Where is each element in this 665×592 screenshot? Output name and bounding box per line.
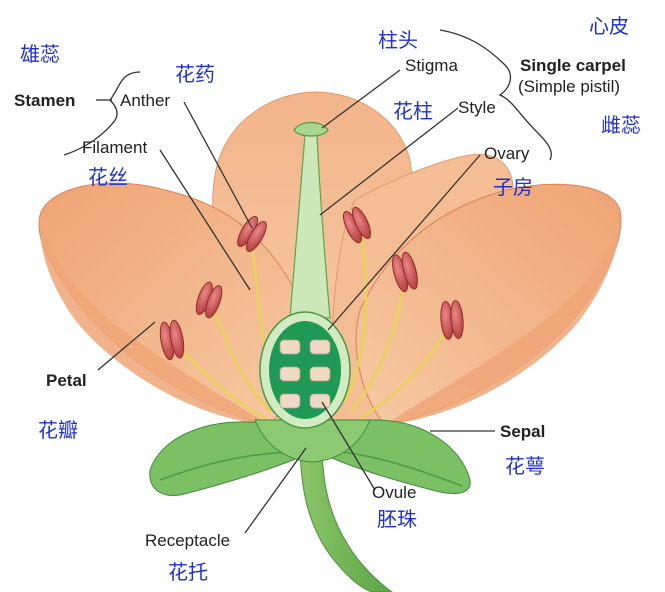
ovule-chinese-label: 胚珠 <box>377 507 417 531</box>
ovules <box>279 339 331 409</box>
petal-label: Petal <box>46 371 87 390</box>
anther-6 <box>440 300 464 340</box>
ovule-3 <box>279 366 301 382</box>
leader-receptacle <box>244 447 307 534</box>
receptacle <box>254 419 371 463</box>
leader-style <box>319 107 459 216</box>
filament-label: Filament <box>82 138 148 157</box>
petal-chinese-label: 花瓣 <box>38 418 78 442</box>
leader-lines <box>97 69 495 534</box>
ovary-label: Ovary <box>484 144 530 163</box>
ovary-chinese-label: 子房 <box>493 175 533 199</box>
filament-2 <box>210 304 273 413</box>
filament-chinese-label: 花丝 <box>88 165 128 189</box>
stem <box>299 439 393 592</box>
leader-stigma <box>321 69 401 129</box>
style <box>289 134 331 319</box>
leader-anther <box>183 101 253 229</box>
petal-left-fold <box>39 215 271 425</box>
leader-ovary <box>327 154 481 331</box>
style-label: Style <box>458 98 496 117</box>
stamen-bracket <box>63 71 141 156</box>
stigma-chinese-label: 柱头 <box>378 28 418 52</box>
leader-ovule <box>321 401 376 491</box>
anther-1 <box>159 319 185 361</box>
filament-4 <box>343 227 368 403</box>
anther-4 <box>342 206 372 244</box>
ovule-4 <box>309 366 331 382</box>
petal-right-fold <box>385 210 621 425</box>
pistil-bracket <box>439 29 552 161</box>
anthers <box>159 206 464 361</box>
ovule-6 <box>309 393 331 409</box>
anther-3 <box>237 215 267 253</box>
receptacle-label: Receptacle <box>145 531 231 550</box>
ovule-5 <box>279 393 301 409</box>
anther-2 <box>195 281 223 319</box>
filament-1 <box>175 344 266 420</box>
sepal-label: Sepal <box>500 422 546 441</box>
filament-5 <box>349 277 407 413</box>
stigma-label: Stigma <box>405 56 458 75</box>
stamen-label: Stamen <box>14 91 76 110</box>
sepal-chinese-label: 花萼 <box>505 454 545 478</box>
carpel-chinese-label: 心皮 <box>589 14 629 38</box>
receptacle-chinese-label: 花托 <box>168 560 208 584</box>
simple-pistil-label: (Simple pistil) <box>518 77 621 96</box>
anther-5 <box>392 251 418 293</box>
anther-chinese-label: 花药 <box>175 62 215 86</box>
stigma <box>293 121 329 137</box>
style-chinese-label: 花柱 <box>393 99 433 123</box>
ovule-label: Ovule <box>372 483 417 502</box>
leader-petal <box>97 321 156 371</box>
single-carpel-label: Single carpel <box>520 56 626 75</box>
leader-filament <box>159 149 251 291</box>
filament-6 <box>359 324 452 420</box>
ovule-2 <box>309 339 331 355</box>
ovule-1 <box>279 339 301 355</box>
anther-label: Anther <box>120 91 171 110</box>
pistil-chinese-label: 雌蕊 <box>601 113 641 137</box>
stamen-chinese-label: 雄蕊 <box>20 42 60 66</box>
